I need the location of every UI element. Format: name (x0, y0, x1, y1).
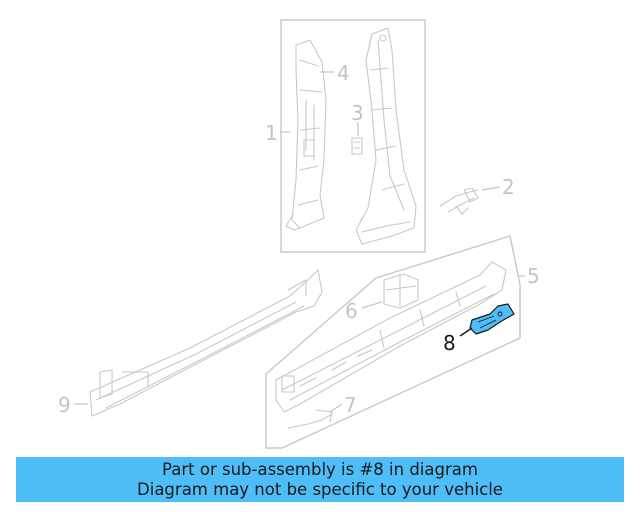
callout-5[interactable]: 5 (527, 264, 540, 288)
callout-7[interactable]: 7 (344, 393, 357, 417)
leader-7 (329, 403, 343, 413)
small-bracket-part-3 (351, 137, 363, 155)
callout-9[interactable]: 9 (58, 393, 71, 417)
wire-clip-part-2 (439, 187, 479, 215)
callout-1[interactable]: 1 (265, 121, 278, 145)
leader-8 (459, 327, 473, 337)
rocker-group-frame (265, 235, 521, 449)
outer-pillar-part (355, 27, 417, 245)
pillar-group-frame (280, 19, 426, 253)
leader-2 (481, 186, 501, 191)
sill-extension-part-9 (89, 269, 323, 417)
leader-6 (361, 301, 383, 309)
reinforcement-part-8 (469, 303, 515, 335)
inner-pillar-part (285, 39, 327, 231)
bracket-part-6 (383, 273, 419, 309)
callout-3[interactable]: 3 (351, 101, 364, 125)
callout-2[interactable]: 2 (502, 175, 515, 199)
callout-6[interactable]: 6 (345, 299, 358, 323)
callout-8[interactable]: 8 (443, 331, 456, 355)
banner-disclaimer-line: Diagram may not be specific to your vehi… (137, 480, 503, 499)
info-banner: Part or sub-assembly is #8 in diagram Di… (16, 457, 624, 502)
banner-part-line: Part or sub-assembly is #8 in diagram (162, 460, 478, 479)
callout-4[interactable]: 4 (337, 61, 350, 85)
clip-part-7 (287, 409, 333, 429)
rocker-panel-part (275, 261, 507, 413)
